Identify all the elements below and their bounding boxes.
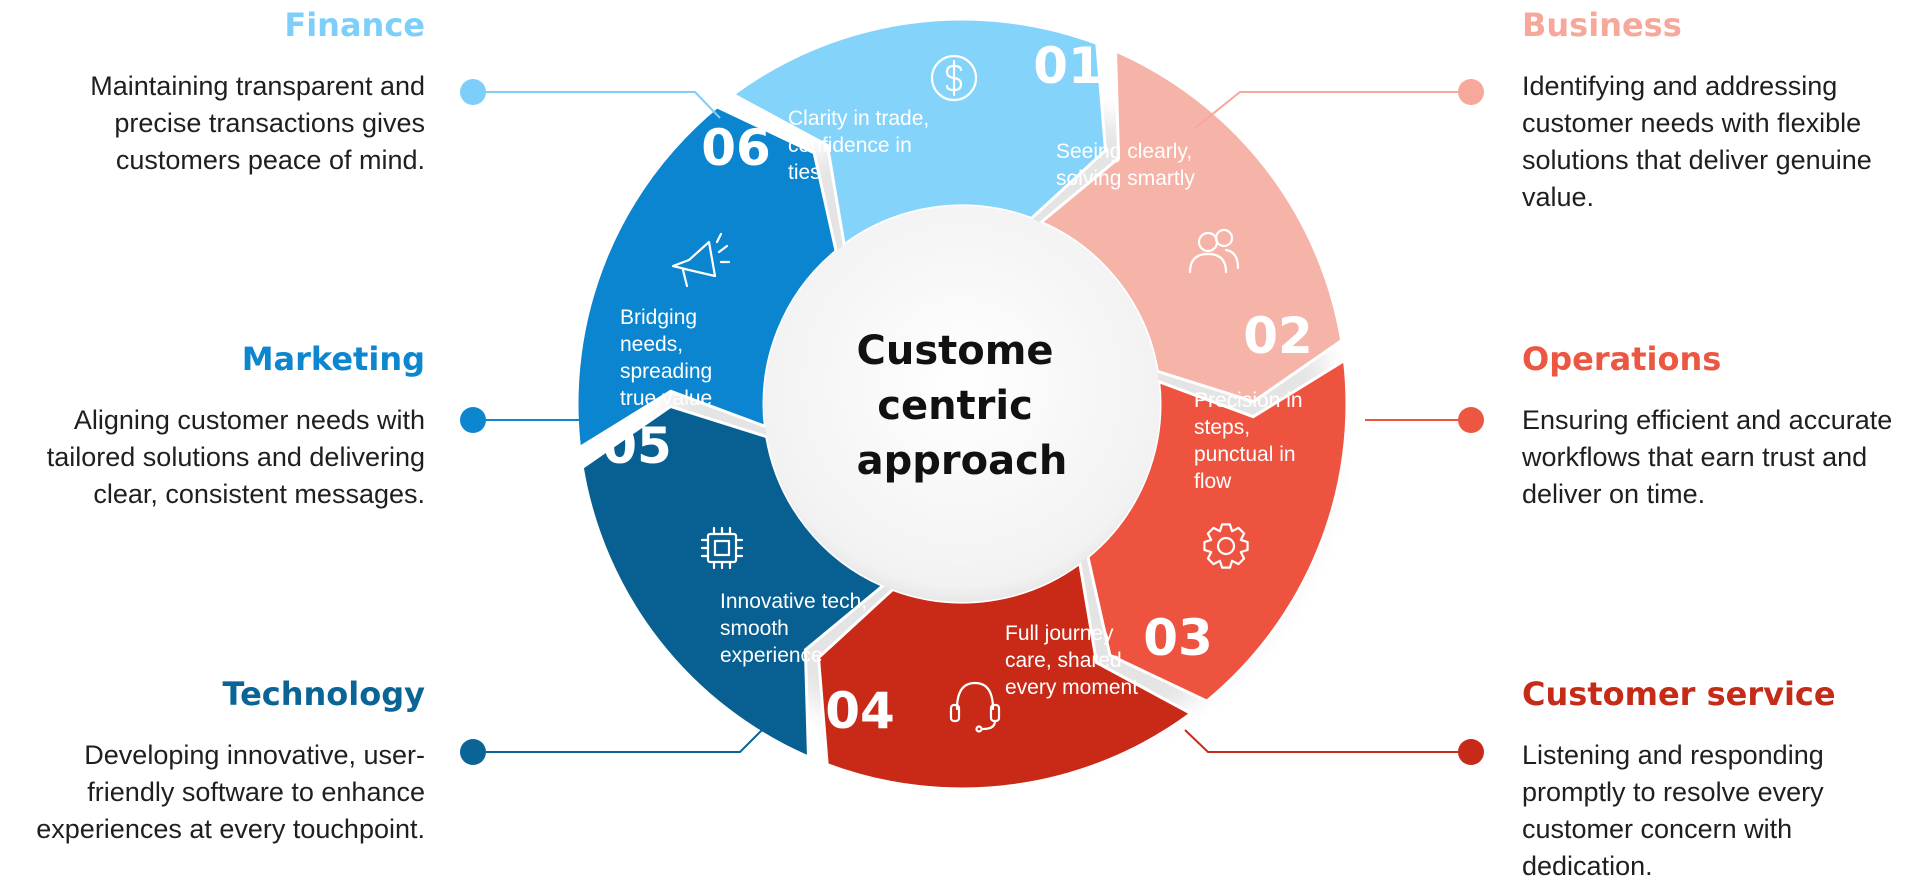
center-line-1: Custome: [857, 328, 1054, 374]
center-line-3: approach: [857, 438, 1068, 484]
connector-dot-04: [460, 739, 486, 765]
segment-number-02: 02: [1243, 307, 1313, 365]
connector-dot-02: [1458, 407, 1484, 433]
category-title-marketing: Marketing: [242, 340, 425, 378]
center-title: Custome centric approach: [857, 328, 1068, 484]
ring-segments: [575, 17, 1349, 791]
users-icon: [1188, 228, 1240, 274]
segment-number-01: 01: [1033, 37, 1103, 95]
segment-number-05: 05: [602, 417, 672, 475]
connector-line-04: [473, 729, 763, 753]
category-description-technology: Developing innovative, user-friendly sof…: [36, 740, 425, 844]
connector-line-03: [1184, 729, 1471, 753]
megaphone-icon: [671, 232, 731, 288]
dollar-icon: [930, 54, 978, 102]
category-title-technology: Technology: [222, 675, 425, 713]
chip-icon: [700, 526, 744, 570]
connector-line-06: [473, 91, 721, 119]
connector-dot-01: [1458, 79, 1484, 105]
segment-caption-01: Seeing clearly,solving smartly: [1056, 140, 1195, 190]
segment-number-06: 06: [701, 119, 771, 177]
segment-icons: [671, 54, 1249, 733]
center-hole: [764, 206, 1160, 602]
category-title-customer-service: Customer service: [1522, 675, 1836, 713]
category-title-business: Business: [1522, 6, 1682, 44]
connector-line-01: [1194, 91, 1471, 129]
category-title-finance: Finance: [284, 6, 425, 44]
connector-dot-06: [460, 79, 486, 105]
segment-number-03: 03: [1143, 609, 1213, 667]
headset-icon: [949, 681, 1001, 733]
connector-dot-03: [1458, 739, 1484, 765]
segment-number-04: 04: [825, 682, 895, 740]
category-title-operations: Operations: [1522, 340, 1721, 378]
connector-dot-05: [460, 407, 486, 433]
center-line-2: centric: [877, 383, 1033, 429]
connectors: [460, 79, 1484, 765]
gear-icon: [1203, 523, 1249, 569]
